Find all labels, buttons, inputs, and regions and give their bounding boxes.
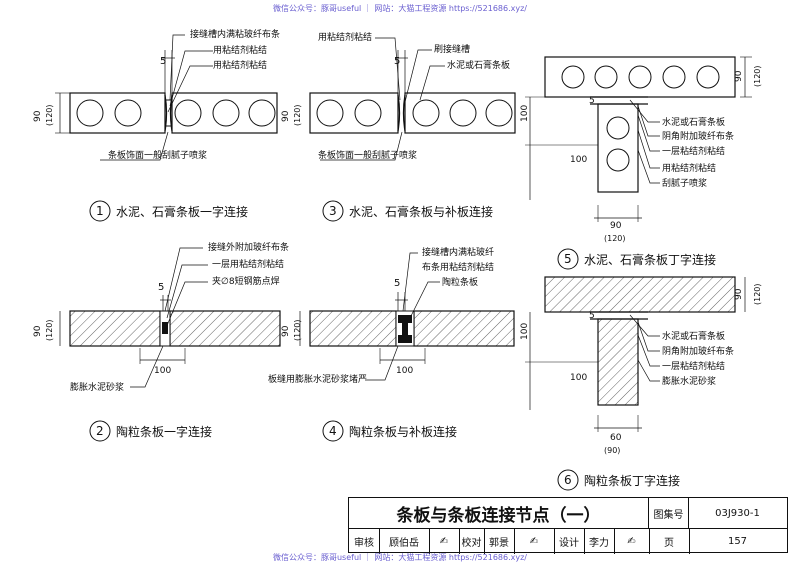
d6-dim-100-vertical: 100	[520, 323, 530, 340]
detail-4-number-circle	[322, 420, 344, 442]
d2-label-2: 一层用粘结剂粘结	[212, 258, 284, 270]
reviewer-name: 顾伯岳	[389, 537, 419, 549]
d4-label-1: 接缝槽内满粘玻纤	[422, 246, 494, 258]
detail-6-number-circle	[557, 469, 579, 491]
d5-dim-100: 100	[570, 155, 587, 165]
checker-name: 郭景	[489, 537, 509, 549]
d1-dim-5: 5	[160, 56, 166, 67]
d6-dim-120-right: (120)	[753, 283, 762, 305]
watermark-bottom: 微信公众号：豚哥useful ｜ 网站：大猫工程资源 https://52168…	[272, 553, 528, 562]
d1-dim-90: 90	[33, 110, 43, 122]
d3-dim-120: (120)	[293, 104, 302, 126]
checker-signature: ✍	[529, 535, 539, 547]
detail-6-drawing	[525, 276, 746, 432]
d3-dim-5: 5	[394, 56, 400, 67]
d4-dim-100: 100	[396, 366, 413, 376]
d6-label-3: 一层粘结剂粘结	[662, 360, 725, 372]
detail-1-caption: 水泥、石膏条板一字连接	[116, 204, 248, 219]
watermark-top: 微信公众号：豚哥useful ｜ 网站：大猫工程资源 https://52168…	[272, 4, 528, 13]
detail-1-number-circle	[89, 200, 111, 222]
d5-dim-120-right: (120)	[753, 65, 762, 87]
detail-4-drawing	[299, 252, 515, 381]
d4-dim-5: 5	[394, 278, 400, 289]
d6-dim-100: 100	[570, 373, 587, 383]
d6-label-1: 水泥或石膏条板	[662, 330, 725, 342]
d2-dim-120: (120)	[45, 319, 54, 341]
d2-dim-5: 5	[158, 282, 164, 293]
d6-dim-90-right: 90	[734, 288, 744, 300]
d3-label-2: 刷接缝槽	[434, 43, 470, 55]
d6-label-4: 膨胀水泥砂浆	[662, 375, 716, 387]
d3-label-3: 水泥或石膏条板	[447, 59, 510, 71]
d5-dim-100-vertical: 100	[520, 105, 530, 122]
d5-label-1: 水泥或石膏条板	[662, 116, 725, 128]
d5-dim-5: 5	[589, 96, 595, 106]
detail-5-caption: 水泥、石膏条板丁字连接	[584, 252, 716, 267]
d5-label-4: 用粘结剂粘结	[662, 162, 716, 174]
page-label: 页	[664, 537, 674, 549]
d1-label-3: 用粘结剂粘结	[213, 59, 267, 71]
d5-label-2: 阴角附加玻纤布条	[662, 130, 734, 142]
d6-dim-90-bottom: (90)	[604, 446, 620, 455]
atlas-label: 图集号	[649, 498, 689, 528]
detail-1-number: 1	[96, 204, 104, 218]
d3-label-1: 用粘结剂粘结	[318, 31, 372, 43]
detail-3-number: 3	[329, 204, 337, 218]
review-label: 审核	[354, 537, 374, 549]
d1-label-1: 接缝槽内满粘玻纤布条	[190, 28, 280, 40]
d2-label-1: 接缝外附加玻纤布条	[208, 241, 289, 253]
detail-5-number: 5	[564, 252, 572, 266]
d1-bottom-label: 条板饰面一般刮腻子喷浆	[108, 149, 207, 161]
atlas-number: 03J930-1	[715, 507, 760, 519]
d6-dim-5: 5	[589, 311, 595, 321]
page-number: 157	[727, 535, 748, 547]
d5-dim-90-right: 90	[734, 70, 744, 82]
detail-6-caption: 陶粒条板丁字连接	[584, 473, 680, 488]
designer-signature: ✍	[627, 535, 636, 547]
detail-2-caption: 陶粒条板一字连接	[116, 424, 212, 439]
d4-dim-90: 90	[281, 325, 291, 337]
d4-label-2: 布条用粘结剂粘结	[422, 261, 494, 273]
d4-bottom-label: 板缝用膨胀水泥砂浆堵严	[268, 373, 367, 385]
d1-label-2: 用粘结剂粘结	[213, 44, 267, 56]
d1-dim-120: (120)	[45, 104, 54, 126]
detail-6-number: 6	[564, 473, 572, 487]
check-label: 校对	[461, 537, 482, 549]
d3-bottom-label: 条板饰面一般刮腻子喷浆	[318, 149, 417, 161]
detail-2-number-circle	[89, 420, 111, 442]
detail-4-caption: 陶粒条板与补板连接	[349, 424, 457, 439]
d6-label-2: 阴角附加玻纤布条	[662, 345, 734, 357]
d6-dim-60: 60	[610, 433, 622, 443]
d2-bottom-label: 膨胀水泥砂浆	[70, 381, 124, 393]
detail-4-number: 4	[329, 424, 337, 438]
d2-dim-90: 90	[33, 325, 43, 337]
d5-label-3: 一层粘结剂粘结	[662, 145, 725, 157]
detail-5-number-circle	[557, 248, 579, 270]
d5-label-5: 刮腻子喷浆	[662, 177, 707, 189]
reviewer-signature: ✍	[439, 535, 449, 547]
detail-2-number: 2	[96, 424, 104, 438]
detail-5-drawing	[525, 56, 752, 222]
detail-3-drawing	[309, 37, 516, 161]
detail-2-drawing	[59, 247, 281, 388]
d2-dim-100: 100	[154, 366, 171, 376]
detail-1-drawing	[55, 34, 278, 161]
drawing-title: 条板与条板连接节点（一）	[349, 498, 649, 528]
d2-label-3: 夹∅8短钢筋点焊	[212, 275, 280, 287]
detail-3-caption: 水泥、石膏条板与补板连接	[349, 204, 493, 219]
d5-dim-120-bottom: (120)	[604, 234, 626, 243]
detail-3-number-circle	[322, 200, 344, 222]
d4-dim-120: (120)	[293, 319, 302, 341]
design-label: 设计	[559, 537, 579, 549]
designer-name: 李力	[589, 537, 609, 549]
d4-label-3: 陶粒条板	[442, 276, 478, 288]
d3-dim-90: 90	[281, 110, 291, 122]
title-block: 条板与条板连接节点（一） 图集号 03J930-1 审核 顾伯岳 ✍ 校对 郭景…	[348, 497, 788, 554]
d5-dim-90-bottom: 90	[610, 221, 622, 231]
